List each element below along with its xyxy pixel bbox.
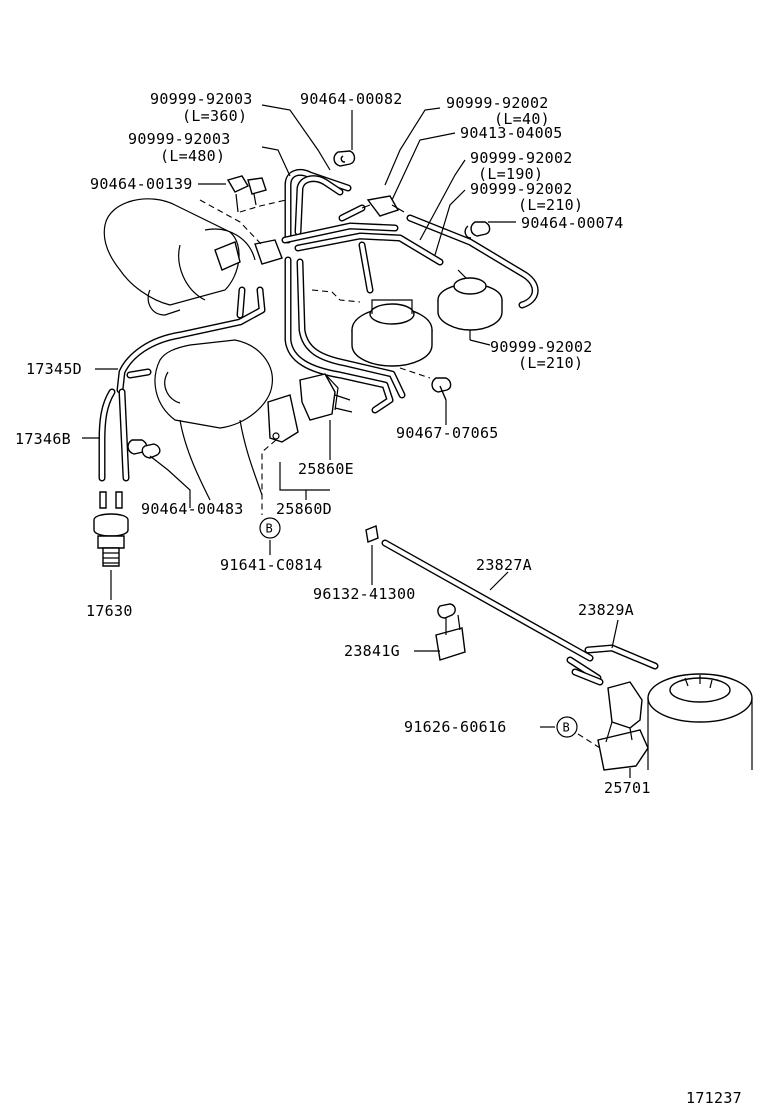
label-90999-92002-d: 90999-92002 [490, 338, 593, 356]
label-90464-00082: 90464-00082 [300, 90, 403, 108]
label-90999-92002-c-length: (L=210) [518, 196, 583, 214]
label-90464-00074: 90464-00074 [521, 214, 624, 232]
bracket-25860d [267, 394, 299, 443]
engine-outline [103, 198, 273, 501]
label-25701: 25701 [604, 779, 651, 797]
label-23841g: 23841G [344, 642, 400, 660]
ref-b-label: B [266, 522, 274, 536]
vsv-bracket-top [214, 175, 283, 271]
sensor-17630 [93, 491, 129, 567]
hose-23829a [584, 644, 659, 670]
label-17346b: 17346B [15, 430, 71, 448]
clamp-96132 [365, 525, 379, 543]
round-valve-unit [351, 299, 433, 367]
ref-b-label-2: B [563, 721, 571, 735]
label-90999-92003-b: 90999-92003 [128, 130, 231, 148]
label-90999-92002-a-length: (L=40) [494, 110, 550, 128]
label-90413-04005: 90413-04005 [460, 124, 563, 142]
label-25860e: 25860E [298, 460, 354, 478]
label-90999-92002-b: 90999-92002 [470, 149, 573, 167]
pipe-23827a [381, 539, 604, 686]
label-17345d: 17345D [26, 360, 82, 378]
label-90999-92003-a: 90999-92003 [150, 90, 253, 108]
label-23827a: 23827A [476, 556, 532, 574]
charcoal-canister [647, 673, 753, 770]
label-17630: 17630 [86, 602, 133, 620]
vsv-25701 [597, 681, 649, 771]
label-91626-60616: 91626-60616 [404, 718, 507, 736]
label-90999-92002-d-length: (L=210) [518, 354, 583, 372]
hose-clamps [127, 150, 491, 459]
label-25860d: 25860D [276, 500, 332, 518]
label-91641-c0814: 91641-C0814 [220, 556, 323, 574]
label-90464-00139: 90464-00139 [90, 175, 193, 193]
vacuum-hoses [98, 169, 539, 482]
label-90999-92002-a: 90999-92002 [446, 94, 549, 112]
ref-b-circle-2 [556, 716, 578, 738]
bracket-23841g [435, 603, 466, 661]
ref-b-circle [259, 517, 281, 539]
diagram-id: 171237 [686, 1089, 742, 1107]
label-90999-92003-b-length: (L=480) [160, 147, 225, 165]
vacuum-actuator [437, 269, 503, 340]
three-way-connector [361, 195, 405, 217]
leader-lines [82, 104, 631, 778]
label-90999-92002-c: 90999-92002 [470, 180, 573, 198]
label-90464-00483: 90464-00483 [141, 500, 244, 518]
label-96132-41300: 96132-41300 [313, 585, 416, 603]
label-90467-07065: 90467-07065 [396, 424, 499, 442]
label-90999-92003-a-length: (L=360) [182, 107, 247, 125]
label-23829a: 23829A [578, 601, 634, 619]
label-90999-92002-b-length: (L=190) [478, 165, 543, 183]
vsv-25860e [299, 373, 353, 421]
